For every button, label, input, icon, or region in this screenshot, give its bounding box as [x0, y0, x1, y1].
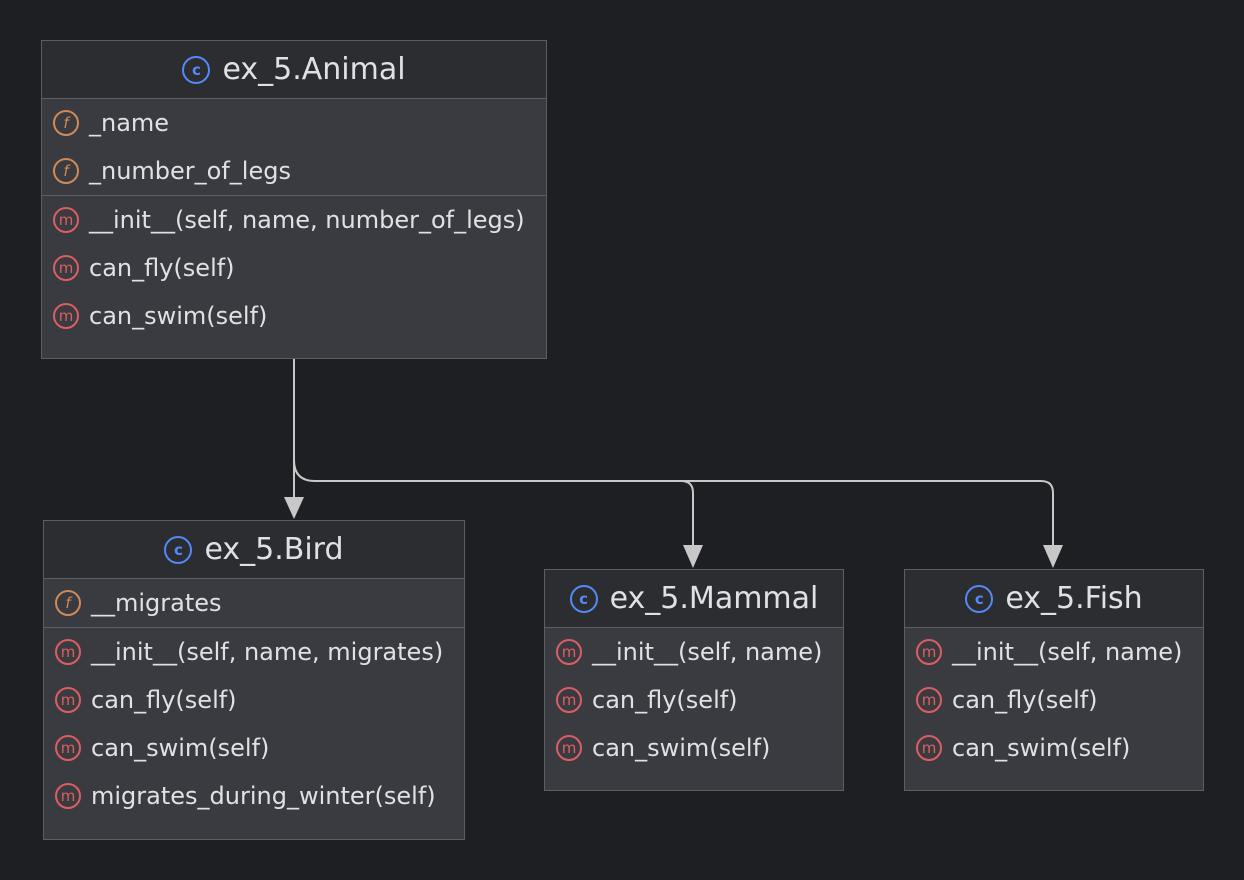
method-row[interactable]: m can_swim(self)	[905, 724, 1203, 772]
methods-section: m __init__(self, name) m can_fly(self) m…	[545, 628, 843, 772]
class-icon: c	[164, 535, 193, 564]
class-node-animal[interactable]: c ex_5.Animal f _name f _number_of_legs …	[41, 40, 547, 359]
method-signature: can_swim(self)	[91, 734, 270, 762]
class-icon: c	[182, 55, 211, 84]
method-icon: m	[556, 639, 582, 665]
class-icon: c	[965, 584, 994, 613]
method-icon: m	[556, 735, 582, 761]
method-row[interactable]: m can_swim(self)	[42, 292, 546, 340]
method-row[interactable]: m __init__(self, name)	[545, 628, 843, 676]
field-icon: f	[53, 110, 79, 136]
method-signature: can_swim(self)	[952, 734, 1131, 762]
method-signature: __init__(self, name)	[952, 638, 1183, 666]
class-title-bird: ex_5.Bird	[204, 532, 344, 567]
method-row[interactable]: m can_fly(self)	[545, 676, 843, 724]
method-row[interactable]: m can_fly(self)	[42, 244, 546, 292]
class-title-fish: ex_5.Fish	[1005, 581, 1143, 616]
class-title-animal: ex_5.Animal	[222, 52, 406, 87]
edge-arrowhead-bird	[284, 497, 304, 519]
method-icon: m	[53, 207, 79, 233]
class-icon: c	[569, 584, 598, 613]
field-icon: f	[53, 158, 79, 184]
class-header-bird: c ex_5.Bird	[44, 521, 464, 579]
method-icon: m	[916, 687, 942, 713]
fields-section: f _name f _number_of_legs	[42, 99, 546, 195]
method-signature: migrates_during_winter(self)	[91, 782, 436, 810]
field-name: __migrates	[91, 589, 222, 617]
method-row[interactable]: m can_swim(self)	[44, 724, 464, 772]
method-icon: m	[556, 687, 582, 713]
field-icon: f	[55, 590, 81, 616]
method-row[interactable]: m __init__(self, name, number_of_legs)	[42, 196, 546, 244]
method-signature: __init__(self, name)	[592, 638, 823, 666]
method-icon: m	[55, 735, 81, 761]
edge-animal-to-fish	[681, 480, 1054, 548]
field-row[interactable]: f _number_of_legs	[42, 147, 546, 195]
edge-arrowhead-fish	[1043, 545, 1063, 568]
field-name: _name	[89, 109, 170, 137]
method-row[interactable]: m __init__(self, name, migrates)	[44, 628, 464, 676]
method-icon: m	[53, 255, 79, 281]
method-signature: can_fly(self)	[592, 686, 738, 714]
methods-section: m __init__(self, name, migrates) m can_f…	[44, 627, 464, 820]
method-row[interactable]: m can_fly(self)	[905, 676, 1203, 724]
field-row[interactable]: f __migrates	[44, 579, 464, 627]
method-signature: can_swim(self)	[89, 302, 268, 330]
method-signature: can_swim(self)	[592, 734, 771, 762]
method-row[interactable]: m can_swim(self)	[545, 724, 843, 772]
method-signature: can_fly(self)	[952, 686, 1098, 714]
method-signature: can_fly(self)	[91, 686, 237, 714]
methods-section: m __init__(self, name) m can_fly(self) m…	[905, 628, 1203, 772]
class-node-bird[interactable]: c ex_5.Bird f __migrates m __init__(self…	[43, 520, 465, 840]
method-signature: __init__(self, name, migrates)	[91, 638, 444, 666]
class-title-mammal: ex_5.Mammal	[609, 581, 819, 616]
method-icon: m	[916, 639, 942, 665]
methods-section: m __init__(self, name, number_of_legs) m…	[42, 195, 546, 340]
class-header-animal: c ex_5.Animal	[42, 41, 546, 99]
method-row[interactable]: m can_fly(self)	[44, 676, 464, 724]
method-row[interactable]: m __init__(self, name)	[905, 628, 1203, 676]
edge-arrowhead-mammal	[683, 545, 703, 568]
method-icon: m	[916, 735, 942, 761]
method-row[interactable]: m migrates_during_winter(self)	[44, 772, 464, 820]
class-node-fish[interactable]: c ex_5.Fish m __init__(self, name) m can…	[904, 569, 1204, 791]
method-icon: m	[55, 639, 81, 665]
field-row[interactable]: f _name	[42, 99, 546, 147]
method-signature: __init__(self, name, number_of_legs)	[89, 206, 525, 234]
method-icon: m	[55, 783, 81, 809]
class-node-mammal[interactable]: c ex_5.Mammal m __init__(self, name) m c…	[544, 569, 844, 791]
method-icon: m	[53, 303, 79, 329]
method-icon: m	[55, 687, 81, 713]
field-name: _number_of_legs	[89, 157, 291, 185]
fields-section: f __migrates	[44, 579, 464, 627]
class-header-mammal: c ex_5.Mammal	[545, 570, 843, 628]
class-header-fish: c ex_5.Fish	[905, 570, 1203, 628]
method-signature: can_fly(self)	[89, 254, 235, 282]
